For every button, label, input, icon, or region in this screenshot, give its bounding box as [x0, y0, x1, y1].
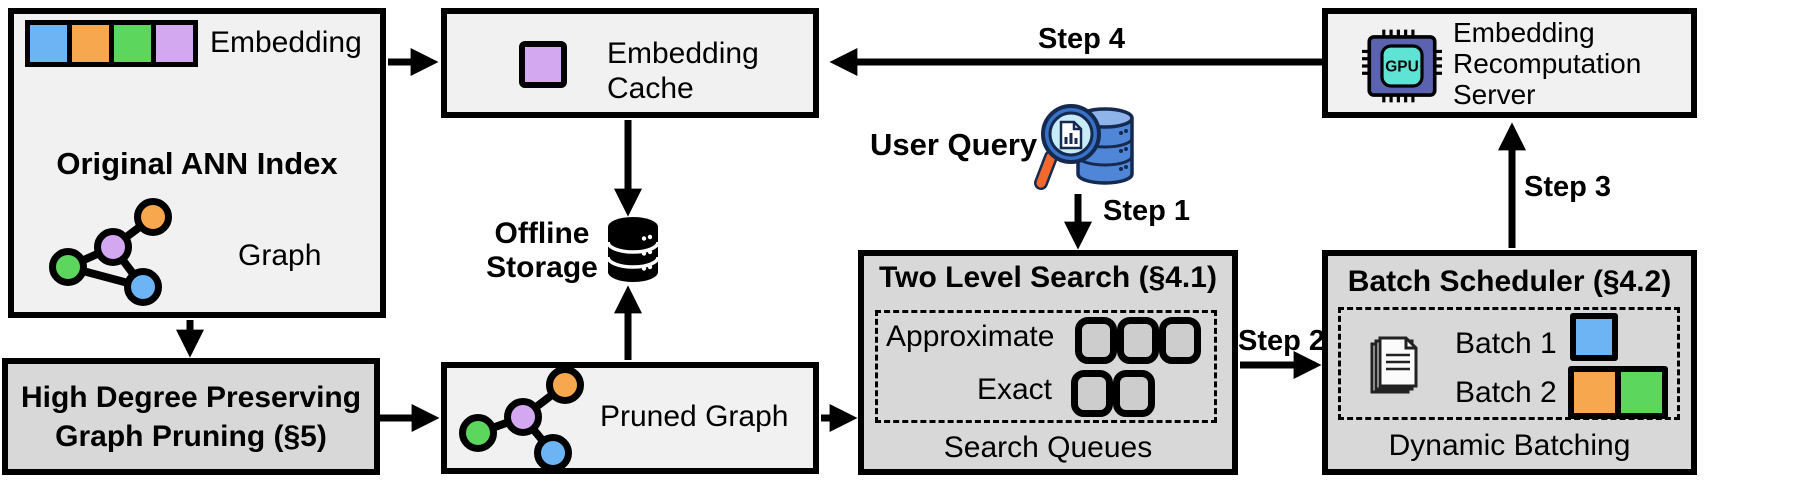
dynamic-batching-dashed-box	[1338, 307, 1680, 420]
search-queues-dashed-box	[875, 310, 1217, 423]
embedding-cache-box: Embedding Cache	[441, 8, 819, 118]
approximate-label: Approximate	[886, 320, 1055, 353]
batch-scheduler-title: Batch Scheduler (§4.2)	[1347, 265, 1672, 298]
graph-pruning-box: High Degree Preserving Graph Pruning (§5…	[2, 358, 380, 475]
embedding-vector-icon	[25, 20, 198, 67]
graph-label: Graph	[238, 239, 322, 272]
embedding-cache-label: Embedding Cache	[607, 37, 759, 105]
pruned-graph-box: Pruned Graph	[441, 362, 819, 474]
pruned-graph-label: Pruned Graph	[600, 400, 789, 433]
database-icon	[606, 217, 660, 282]
documents-icon	[1370, 336, 1418, 394]
batch-1-square-blue	[1570, 313, 1618, 361]
gpu-chip-icon: GPU	[1362, 29, 1442, 103]
original-ann-index-box: Embedding Original ANN Index Graph	[8, 8, 386, 318]
embedding-label: Embedding	[210, 26, 362, 59]
step-2-label: Step 2	[1238, 325, 1326, 357]
step-1-label: Step 1	[1103, 195, 1191, 227]
batch-2-square-orange	[1574, 372, 1615, 413]
search-queues-label: Search Queues	[943, 431, 1153, 464]
batch-2-squares	[1568, 366, 1668, 419]
embedding-cell-orange	[67, 25, 109, 62]
step-4-label: Step 4	[1038, 23, 1126, 55]
queue-slot	[1071, 370, 1113, 417]
offline-storage-label: Offline Storage	[486, 217, 598, 284]
two-level-search-title: Two Level Search (§4.1)	[879, 261, 1217, 294]
dynamic-batching-label: Dynamic Batching	[1388, 429, 1631, 462]
queue-slot	[1113, 370, 1155, 417]
user-query-label: User Query	[870, 127, 1038, 162]
recomputation-server-label: Embedding Recomputation Server	[1453, 17, 1642, 110]
step-3-label: Step 3	[1524, 171, 1612, 203]
batch-scheduler-box: Batch Scheduler (§4.2) Batch 1 Batch 2 D…	[1322, 250, 1697, 475]
query-search-icon	[1034, 104, 1134, 190]
embedding-cell-blue	[30, 25, 67, 62]
graph-pruning-title: High Degree Preserving Graph Pruning (§5…	[20, 380, 362, 453]
queue-slot	[1075, 317, 1117, 364]
approximate-queue-slots	[1075, 317, 1201, 364]
pruned-graph-icon	[459, 366, 584, 472]
exact-queue-slots	[1071, 370, 1155, 417]
recomputation-server-box: GPU Embedding Recomputation Server	[1322, 8, 1697, 118]
batch-2-square-green	[1615, 372, 1662, 413]
graph-icon	[49, 198, 172, 306]
gpu-text: GPU	[1385, 58, 1418, 75]
batch-1-label: Batch 1	[1455, 327, 1557, 360]
two-level-search-box: Two Level Search (§4.1) Approximate Exac…	[858, 250, 1238, 475]
original-ann-index-title: Original ANN Index	[56, 146, 338, 181]
cached-embedding-icon	[519, 41, 567, 88]
batch-2-label: Batch 2	[1455, 376, 1557, 409]
queue-slot	[1159, 317, 1201, 364]
queue-slot	[1117, 317, 1159, 364]
exact-label: Exact	[976, 373, 1052, 406]
embedding-cell-green	[109, 25, 151, 62]
embedding-cell-purple	[151, 25, 193, 62]
